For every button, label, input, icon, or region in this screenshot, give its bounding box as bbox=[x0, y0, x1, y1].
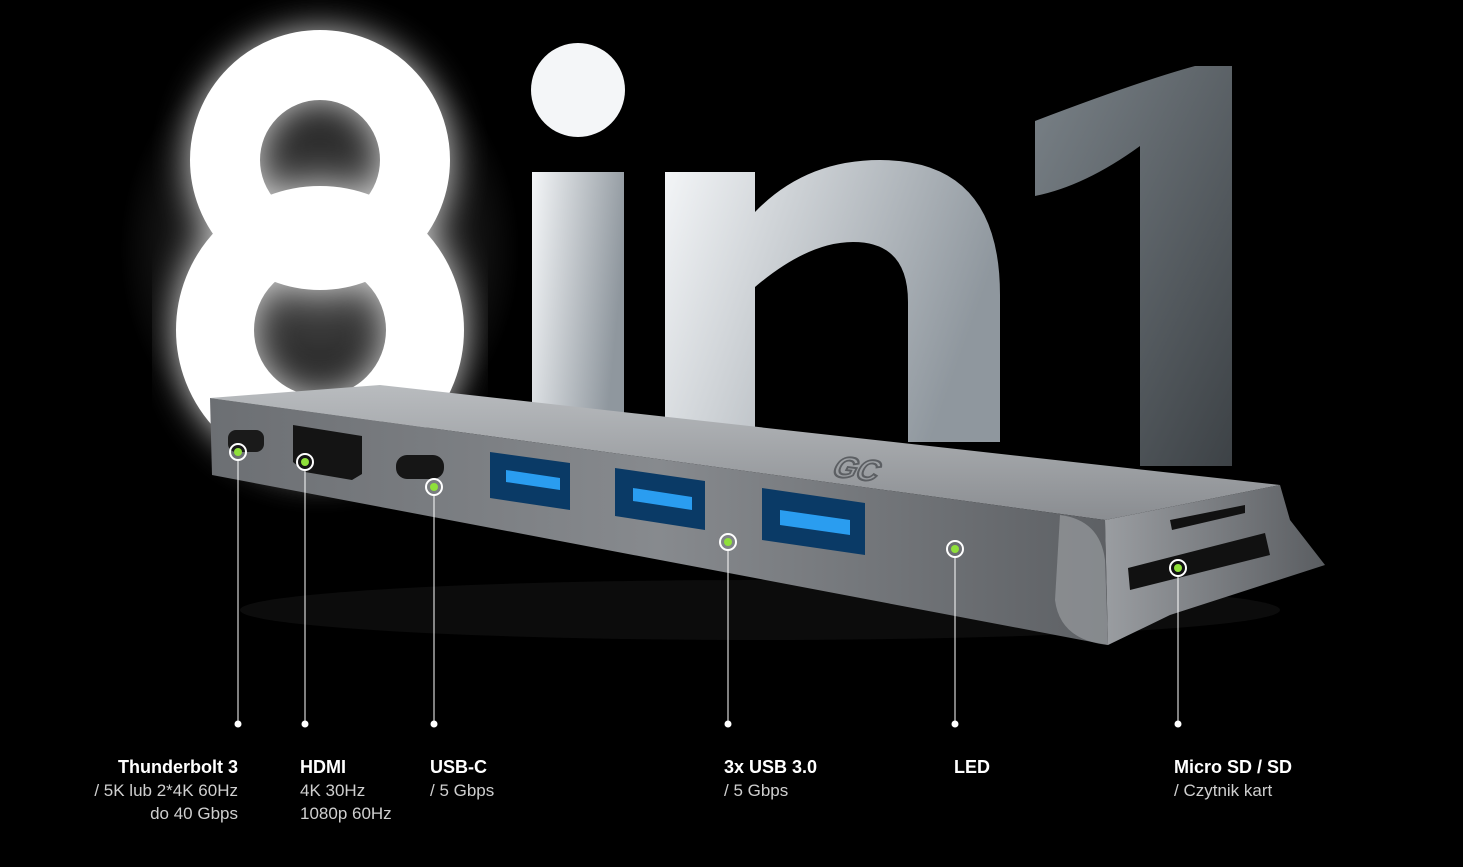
headline-digit bbox=[1035, 66, 1232, 466]
label-line: / 5 Gbps bbox=[724, 781, 789, 800]
label-sd: Micro SD / SD / Czytnik kart bbox=[1174, 756, 1292, 802]
label-line: 4K 30Hz bbox=[300, 781, 366, 800]
label-title: Micro SD / SD bbox=[1174, 757, 1293, 777]
usb-a-port-2 bbox=[615, 468, 705, 530]
thunderbolt-port bbox=[228, 430, 264, 452]
label-line: / Czytnik kart bbox=[1174, 781, 1273, 800]
label-usb3: 3x USB 3.0 / 5 Gbps bbox=[724, 756, 817, 802]
label-title: LED bbox=[954, 757, 990, 777]
usb-hub: GC bbox=[210, 385, 1325, 645]
label-line: / 5K lub 2*4K 60Hz bbox=[94, 781, 238, 800]
marker-usb3 bbox=[719, 533, 737, 728]
sd-slot bbox=[1128, 533, 1270, 590]
label-line: / 5 Gbps bbox=[430, 781, 495, 800]
label-led: LED bbox=[954, 756, 990, 779]
usb-a-port-3 bbox=[762, 488, 865, 555]
label-title: 3x USB 3.0 bbox=[724, 757, 818, 777]
label-usbc: USB-C / 5 Gbps bbox=[430, 756, 494, 802]
microsd-slot bbox=[1170, 505, 1245, 530]
marker-sd bbox=[1169, 559, 1187, 728]
label-thunderbolt: Thunderbolt 3 / 5K lub 2*4K 60Hz do 40 G… bbox=[94, 756, 238, 825]
callout-markers bbox=[229, 443, 1187, 728]
marker-thunderbolt bbox=[229, 443, 247, 728]
callouts bbox=[237, 460, 1179, 724]
marker-usbc bbox=[425, 478, 443, 728]
usbc-port bbox=[396, 455, 444, 479]
marker-led bbox=[946, 540, 964, 728]
usb-a-port-1 bbox=[490, 452, 570, 510]
headline-word bbox=[531, 43, 1000, 442]
label-title: HDMI bbox=[300, 757, 346, 777]
hdmi-port bbox=[293, 425, 362, 480]
label-title: Thunderbolt 3 bbox=[118, 757, 238, 777]
marker-hdmi bbox=[296, 453, 314, 728]
label-line: do 40 Gbps bbox=[150, 804, 238, 823]
label-title: USB-C bbox=[430, 757, 487, 777]
label-hdmi: HDMI 4K 30Hz 1080p 60Hz bbox=[300, 756, 392, 825]
label-line: 1080p 60Hz bbox=[300, 804, 392, 823]
